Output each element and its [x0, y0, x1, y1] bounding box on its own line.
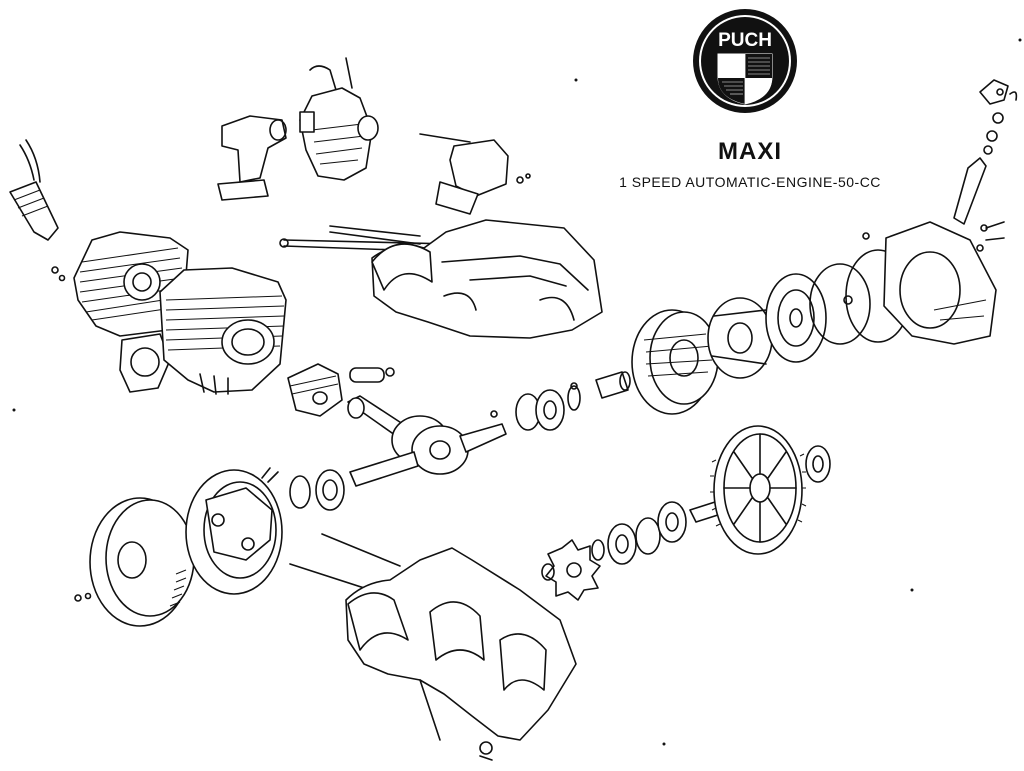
logo-text: PUCH: [718, 30, 772, 51]
cylinder-gasket: [119, 333, 171, 393]
spark-plug-cap: [9, 139, 59, 241]
pedal-crank-parts: [953, 79, 1018, 241]
clutch-spacer: [595, 371, 631, 399]
cylinder-head: [73, 231, 189, 337]
title-block: MAXI 1 SPEED AUTOMATIC-ENGINE-50-CC: [560, 138, 940, 190]
cylinder-barrel: [159, 267, 287, 395]
transmission-cover: [862, 221, 997, 345]
crankshaft: [347, 395, 507, 487]
countershaft-bearings: [591, 501, 687, 565]
clutch-shoes: [707, 297, 773, 379]
inlet-manifold: [217, 115, 287, 201]
output-bearing: [805, 445, 831, 483]
main-bearing-set-1: [289, 469, 345, 511]
crankcase-upper-half: [279, 219, 603, 339]
crankcase-lower-half: [289, 533, 577, 761]
clutch-drum: [631, 309, 719, 415]
carburettor: [299, 57, 379, 181]
drive-sprocket: [541, 539, 601, 601]
clutch-plate: [765, 273, 827, 363]
small-screws-left: [51, 266, 66, 282]
stator-plate: [185, 467, 283, 595]
flywheel-rotor: [74, 497, 195, 627]
checker-shield-icon: [717, 53, 773, 105]
piston: [287, 363, 343, 417]
speck-dots: [12, 38, 1022, 746]
piston-pin: [349, 367, 395, 383]
puch-logo: PUCH: [693, 9, 797, 113]
large-driven-gear: [710, 425, 807, 555]
model-title: MAXI: [718, 138, 782, 165]
main-bearing-set-2: [515, 382, 581, 431]
ignition-coil: [419, 133, 531, 215]
engine-subtitle: 1 SPEED AUTOMATIC-ENGINE-50-CC: [619, 174, 881, 190]
